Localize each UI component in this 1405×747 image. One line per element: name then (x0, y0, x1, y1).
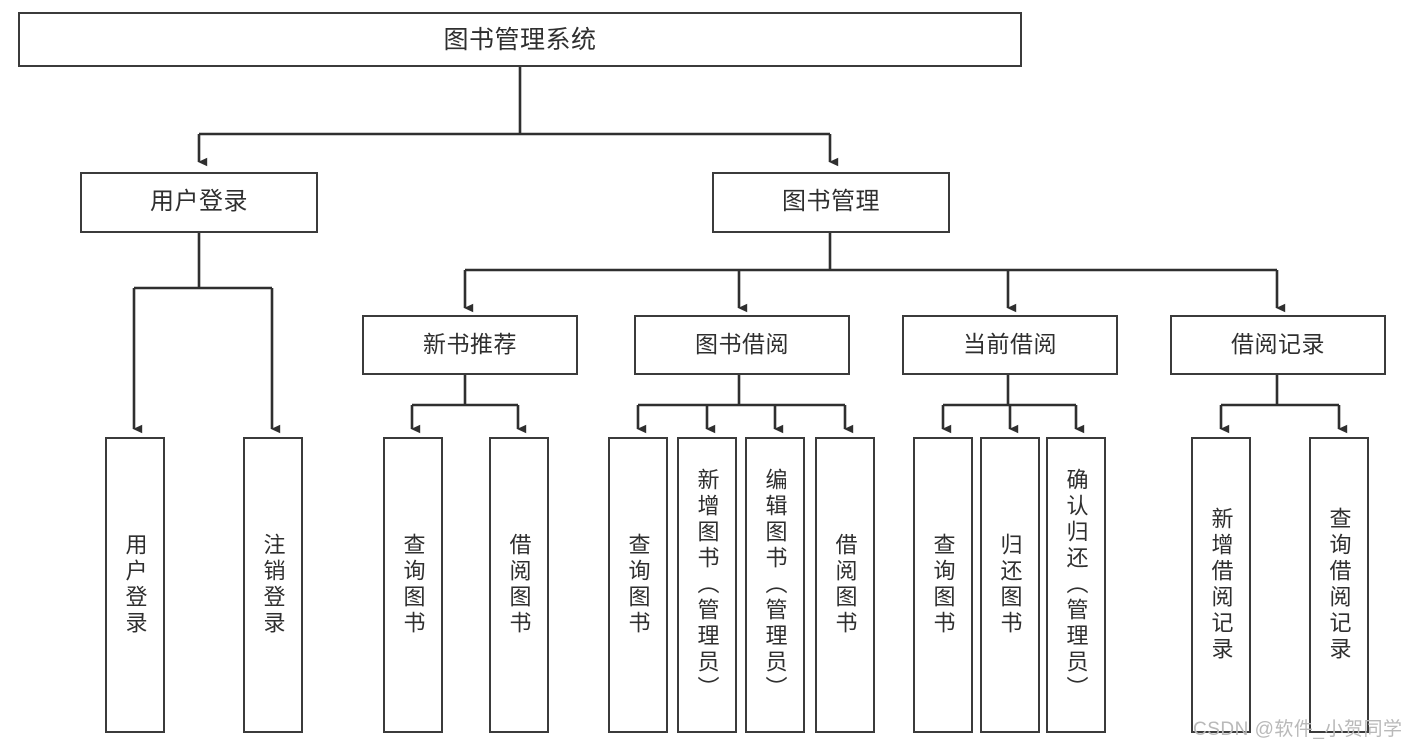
node-book-borrow[interactable]: 图书借阅 (634, 315, 850, 375)
node-label: 图书借阅 (695, 331, 789, 358)
leaf-book-borrow-edit[interactable]: 编辑图书（管理员） (745, 437, 805, 733)
leaf-book-borrow-add[interactable]: 新增图书（管理员） (677, 437, 737, 733)
leaf-book-borrow-query[interactable]: 查询图书 (608, 437, 668, 733)
node-label: 图书管理系统 (443, 25, 597, 54)
node-label: 当前借阅 (963, 331, 1057, 358)
node-new-book-recommend[interactable]: 新书推荐 (362, 315, 578, 375)
leaf-borrow-record-query[interactable]: 查询借阅记录 (1309, 437, 1369, 733)
leaf-user-login-login[interactable]: 用户登录 (105, 437, 165, 733)
leaf-current-borrow-query[interactable]: 查询图书 (913, 437, 973, 733)
node-user-login[interactable]: 用户登录 (80, 172, 318, 233)
node-book-management[interactable]: 图书管理 (712, 172, 950, 233)
leaf-book-borrow-borrow[interactable]: 借阅图书 (815, 437, 875, 733)
node-label: 归还图书 (997, 533, 1023, 637)
node-label: 确认归还（管理员） (1063, 468, 1089, 702)
node-label: 新增借阅记录 (1208, 507, 1234, 663)
leaf-new-book-borrow[interactable]: 借阅图书 (489, 437, 549, 733)
leaf-user-login-logout[interactable]: 注销登录 (243, 437, 303, 733)
node-label: 新增图书（管理员） (694, 468, 720, 702)
node-root-system[interactable]: 图书管理系统 (18, 12, 1022, 67)
node-label: 新书推荐 (423, 331, 517, 358)
node-label: 用户登录 (150, 188, 248, 216)
leaf-new-book-query[interactable]: 查询图书 (383, 437, 443, 733)
node-label: 查询图书 (400, 533, 426, 637)
node-label: 编辑图书（管理员） (762, 468, 788, 702)
leaf-current-borrow-return[interactable]: 归还图书 (980, 437, 1040, 733)
leaf-borrow-record-add[interactable]: 新增借阅记录 (1191, 437, 1251, 733)
node-label: 查询图书 (625, 533, 651, 637)
node-label: 图书管理 (782, 188, 880, 216)
node-label: 借阅记录 (1231, 331, 1325, 358)
node-current-borrow[interactable]: 当前借阅 (902, 315, 1118, 375)
node-label: 查询借阅记录 (1326, 507, 1352, 663)
node-label: 借阅图书 (506, 533, 532, 637)
node-label: 查询图书 (930, 533, 956, 637)
node-label: 借阅图书 (832, 533, 858, 637)
leaf-current-borrow-confirm-return[interactable]: 确认归还（管理员） (1046, 437, 1106, 733)
node-borrow-record[interactable]: 借阅记录 (1170, 315, 1386, 375)
node-label: 注销登录 (260, 533, 286, 637)
node-label: 用户登录 (122, 533, 148, 637)
